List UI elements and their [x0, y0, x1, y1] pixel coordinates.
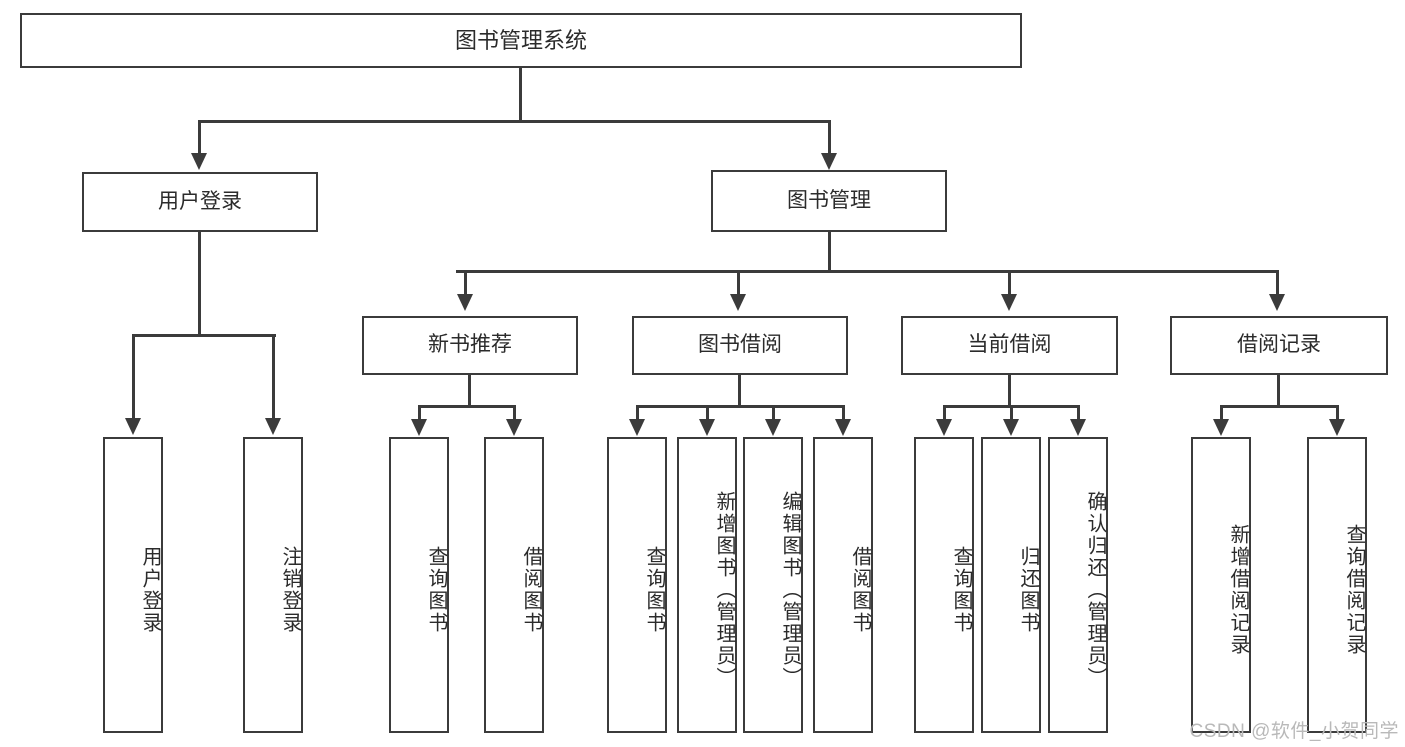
arrowhead-br-leaf-1 [1213, 419, 1229, 436]
connector-drop-book-borrow [737, 270, 740, 298]
connector-current-borrow-stem [1008, 375, 1011, 407]
connector-user-login-bus [133, 334, 276, 337]
leaf-add-borrow-record[interactable]: 新增借阅记录 [1191, 437, 1251, 733]
node-label: 新增借阅记录 [1227, 524, 1249, 656]
leaf-edit-book-admin[interactable]: 编辑图书（管理员） [743, 437, 803, 733]
arrowhead-nb-leaf-2 [506, 419, 522, 436]
node-label: 当前借阅 [967, 333, 1052, 357]
node-label: 新增图书（管理员） [713, 491, 735, 689]
node-label: 借阅图书 [849, 546, 871, 634]
connector-user-login-stem [198, 232, 201, 336]
connector-drop-borrow-records [1276, 270, 1279, 298]
leaf-query-book-current[interactable]: 查询图书 [914, 437, 974, 733]
node-label: 借阅记录 [1237, 333, 1321, 357]
node-label: 查询借阅记录 [1343, 524, 1365, 656]
leaf-query-book-recommend[interactable]: 查询图书 [389, 437, 449, 733]
node-label: 图书管理 [787, 188, 871, 212]
arrowhead-bb-leaf-1 [629, 419, 645, 436]
node-label: 编辑图书（管理员） [779, 491, 801, 689]
arrowhead-new-book [457, 294, 473, 311]
connector-drop-br-leaf-1 [1220, 405, 1223, 423]
node-label: 查询图书 [643, 546, 665, 634]
arrowhead-bb-leaf-4 [835, 419, 851, 436]
node-label: 借阅图书 [520, 546, 542, 634]
connector-drop-bb-leaf-1 [636, 405, 639, 423]
node-label: 用户登录 [158, 189, 242, 213]
leaf-borrow-book-recommend[interactable]: 借阅图书 [484, 437, 544, 733]
node-label: 归还图书 [1017, 546, 1039, 634]
connector-drop-leaf-logout [272, 334, 275, 422]
arrowhead-cb-leaf-3 [1070, 419, 1086, 436]
leaf-user-login[interactable]: 用户登录 [103, 437, 163, 733]
connector-drop-cb-leaf-1 [943, 405, 946, 423]
node-label: 图书管理系统 [454, 27, 587, 53]
connector-drop-bb-leaf-4 [842, 405, 845, 423]
connector-top-bus [199, 120, 831, 123]
arrowhead-cb-leaf-2 [1003, 419, 1019, 436]
connector-drop-bb-leaf-2 [706, 405, 709, 423]
node-borrow-records[interactable]: 借阅记录 [1170, 316, 1388, 375]
leaf-add-book-admin[interactable]: 新增图书（管理员） [677, 437, 737, 733]
arrowhead-bb-leaf-3 [765, 419, 781, 436]
connector-new-book-bus [419, 405, 516, 408]
connector-drop-nb-leaf-1 [418, 405, 421, 423]
node-root-book-management-system[interactable]: 图书管理系统 [20, 13, 1022, 68]
node-label: 查询图书 [425, 546, 447, 634]
connector-drop-new-book [464, 270, 467, 298]
connector-borrow-records-bus [1221, 405, 1338, 408]
connector-drop-leaf-user-login [132, 334, 135, 422]
arrowhead-current-borrow [1001, 294, 1017, 311]
connector-drop-nb-leaf-2 [513, 405, 516, 423]
node-label: 图书借阅 [698, 333, 782, 357]
connector-book-borrow-stem [738, 375, 741, 407]
connector-new-book-stem [468, 375, 471, 407]
arrowhead-book-borrow [730, 294, 746, 311]
watermark: CSDN @软件_小贺同学 [1189, 721, 1399, 742]
node-book-borrow[interactable]: 图书借阅 [632, 316, 848, 375]
connector-drop-current-borrow [1008, 270, 1011, 298]
node-book-management[interactable]: 图书管理 [711, 170, 947, 232]
connector-drop-book-management [828, 120, 831, 158]
arrowhead-bb-leaf-2 [699, 419, 715, 436]
connector-root-stem [519, 68, 522, 122]
leaf-confirm-return-admin[interactable]: 确认归还（管理员） [1048, 437, 1108, 733]
node-current-borrow[interactable]: 当前借阅 [901, 316, 1118, 375]
node-label: 确认归还（管理员） [1084, 491, 1106, 689]
arrowhead-borrow-records [1269, 294, 1285, 311]
arrowhead-br-leaf-2 [1329, 419, 1345, 436]
arrowhead-cb-leaf-1 [936, 419, 952, 436]
node-label: 注销登录 [279, 546, 301, 634]
connector-level3-bus [456, 270, 1278, 273]
connector-book-borrow-bus [637, 405, 844, 408]
connector-drop-br-leaf-2 [1336, 405, 1339, 423]
connector-drop-cb-leaf-3 [1077, 405, 1080, 423]
arrowhead-leaf-logout [265, 418, 281, 435]
connector-borrow-records-stem [1277, 375, 1280, 407]
arrowhead-nb-leaf-1 [411, 419, 427, 436]
node-new-book-recommend[interactable]: 新书推荐 [362, 316, 578, 375]
arrowhead-user-login [191, 153, 207, 170]
leaf-return-book[interactable]: 归还图书 [981, 437, 1041, 733]
arrowhead-leaf-user-login [125, 418, 141, 435]
node-label: 查询图书 [950, 546, 972, 634]
arrowhead-book-management [821, 153, 837, 170]
node-label: 新书推荐 [428, 333, 512, 357]
leaf-query-book-borrow[interactable]: 查询图书 [607, 437, 667, 733]
node-user-login[interactable]: 用户登录 [82, 172, 318, 232]
connector-book-management-stem [828, 232, 831, 272]
leaf-logout[interactable]: 注销登录 [243, 437, 303, 733]
connector-drop-cb-leaf-2 [1010, 405, 1013, 423]
connector-drop-bb-leaf-3 [772, 405, 775, 423]
leaf-borrow-book[interactable]: 借阅图书 [813, 437, 873, 733]
connector-drop-user-login [198, 120, 201, 158]
node-label: 用户登录 [139, 546, 161, 634]
leaf-query-borrow-record[interactable]: 查询借阅记录 [1307, 437, 1367, 733]
